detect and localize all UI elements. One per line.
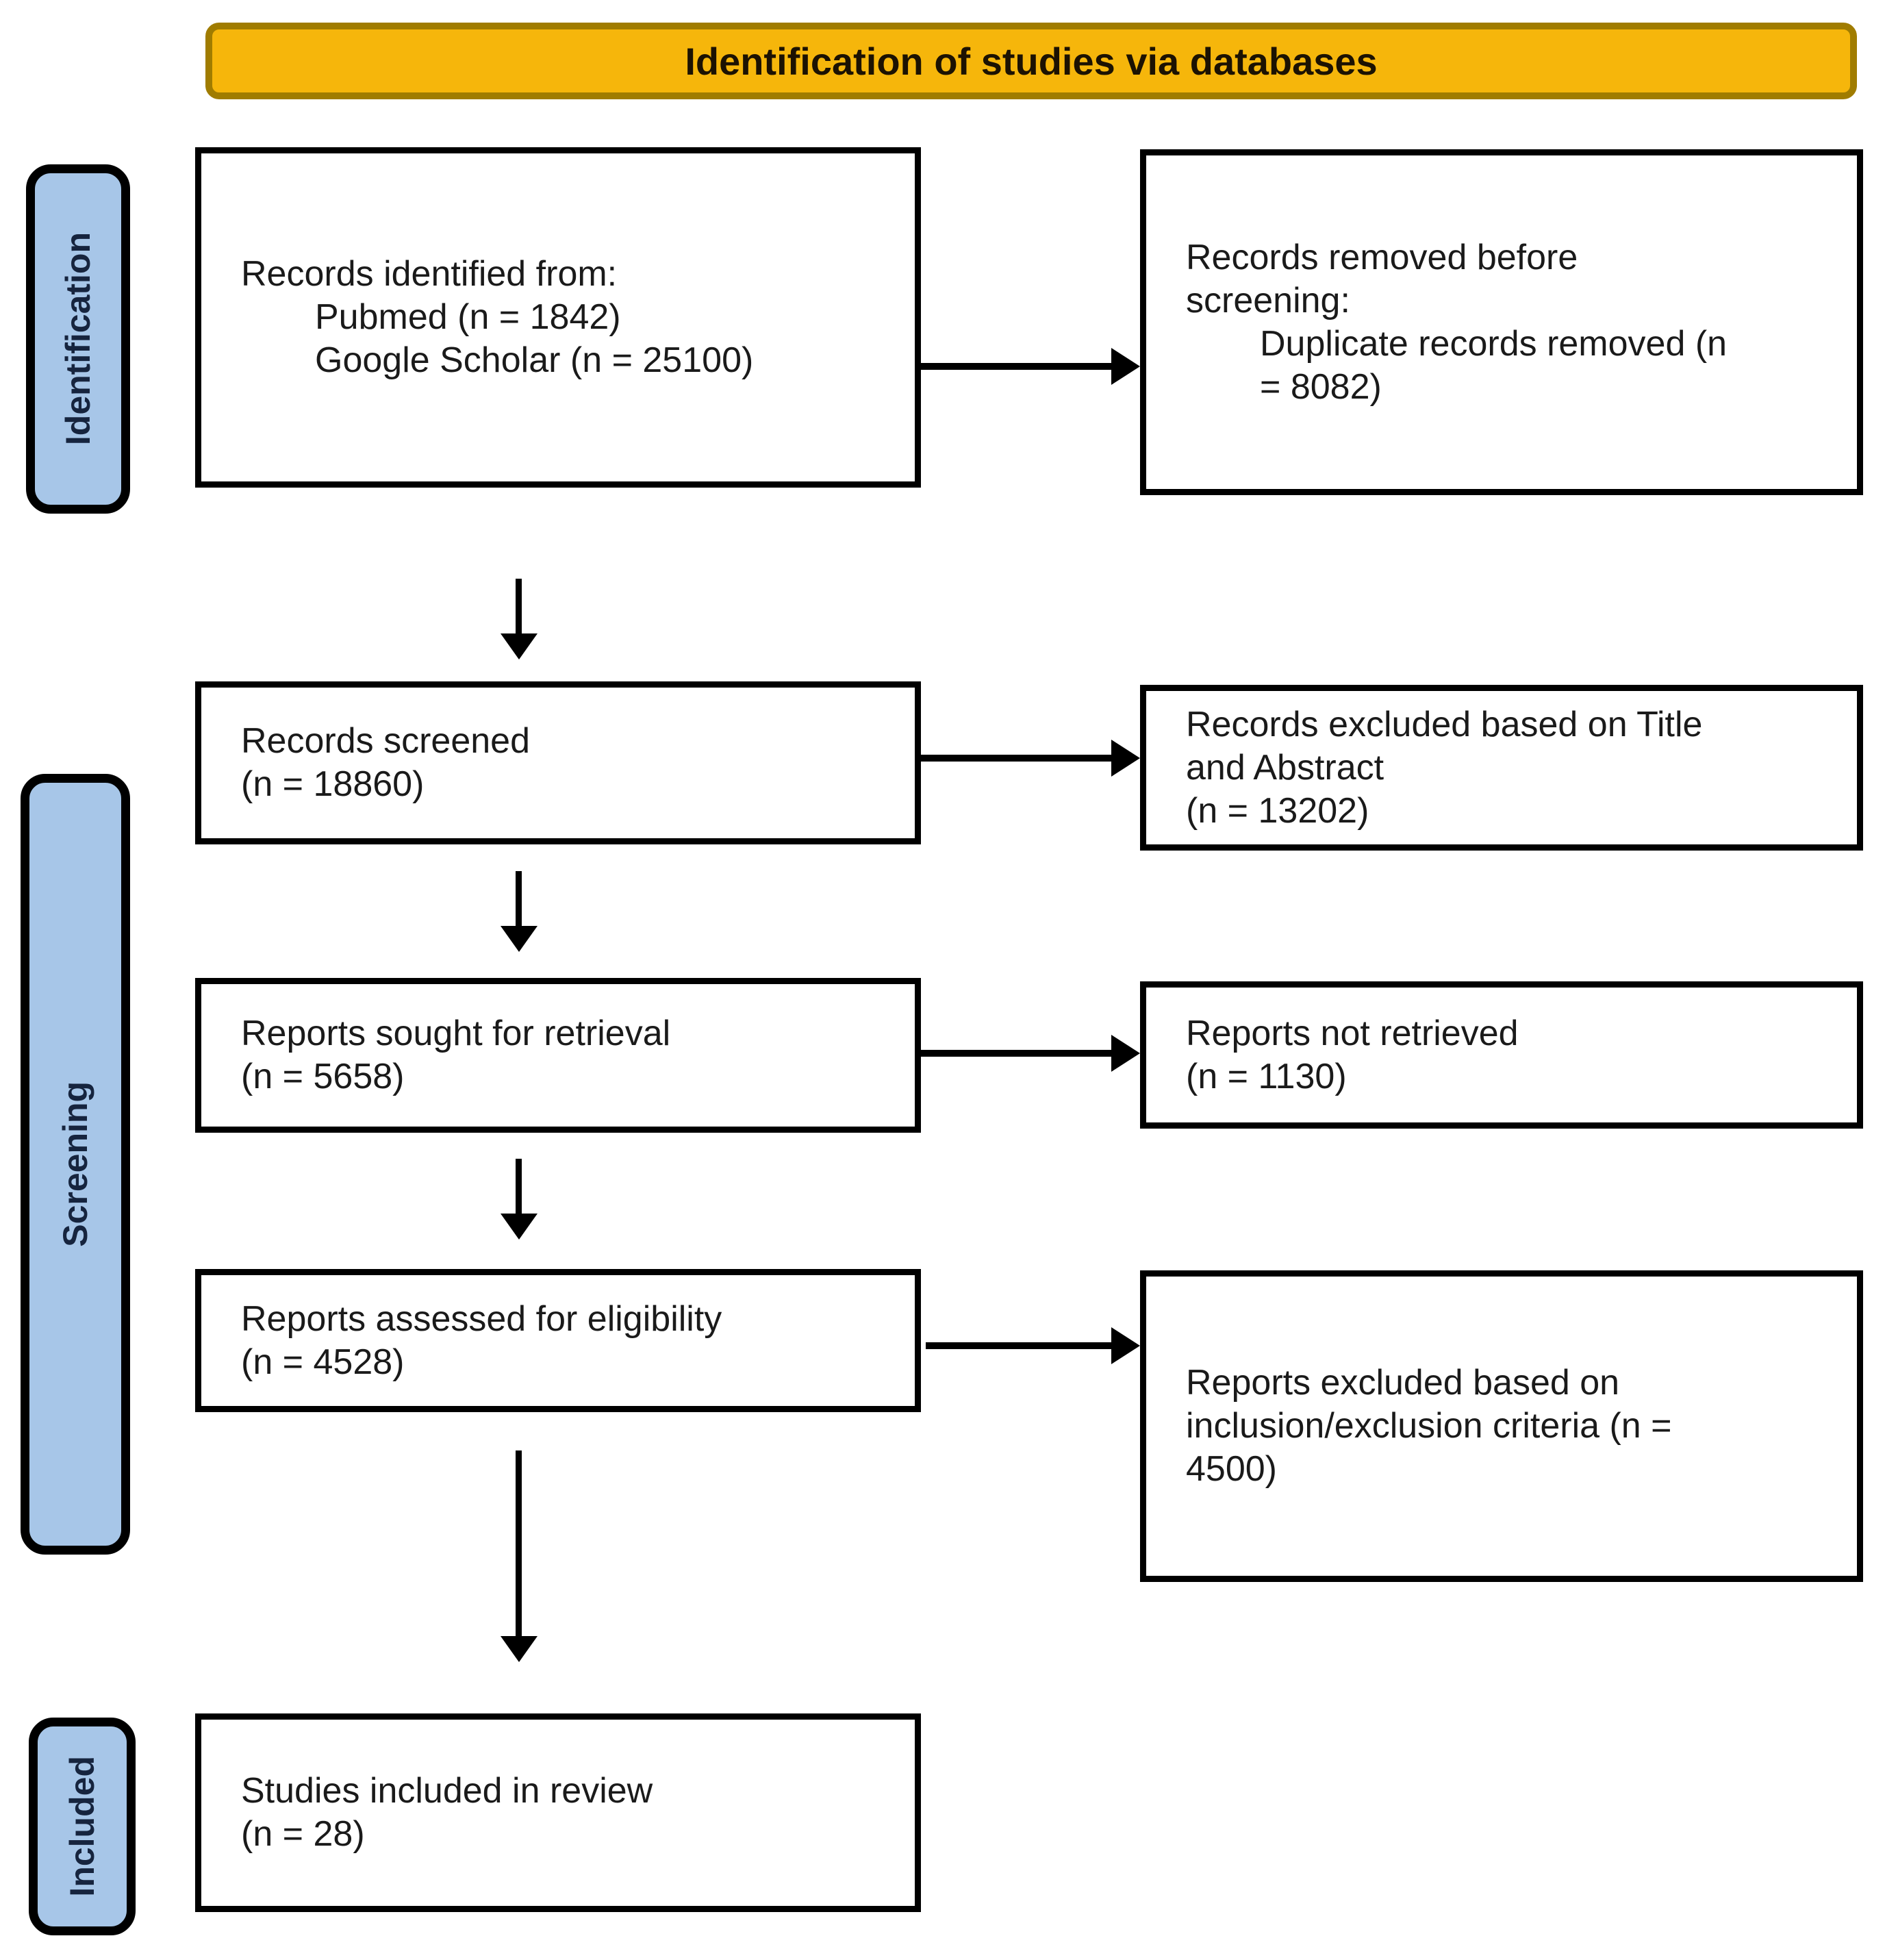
box-line: Duplicate records removed (n [1260, 323, 1728, 364]
down-arrow-line [516, 1159, 522, 1217]
down-arrow-line [516, 871, 522, 929]
box-line: 4500) [1186, 1449, 1277, 1489]
box-line: (n = 18860) [241, 764, 425, 804]
box-line: Records excluded based on Title [1186, 704, 1703, 744]
box-line: (n = 1130) [1186, 1056, 1347, 1096]
box-line: Records identified from: [241, 254, 618, 294]
box-line: = 8082) [1260, 366, 1382, 407]
right-arrow-line [921, 363, 1114, 370]
box-reports-assessed: Reports assessed for eligibility (n = 45… [195, 1269, 921, 1412]
stage-label-included-text: Included [63, 1756, 101, 1897]
down-arrow-head-icon [501, 1214, 537, 1240]
box-line: Google Scholar (n = 25100) [315, 340, 754, 380]
box-records-excluded-title-abstract: Records excluded based on Title and Abst… [1140, 685, 1863, 851]
right-arrow-head-icon [1111, 1035, 1140, 1072]
right-arrow-line [926, 1342, 1114, 1349]
box-line: inclusion/exclusion criteria (n = [1186, 1406, 1672, 1446]
box-reports-sought: Reports sought for retrieval (n = 5658) [195, 978, 921, 1133]
stage-label-screening-text: Screening [56, 1081, 94, 1247]
box-reports-excluded-criteria: Reports excluded based on inclusion/excl… [1140, 1270, 1863, 1582]
stage-label-included: Included [29, 1718, 136, 1935]
box-line: Reports not retrieved [1186, 1013, 1519, 1053]
stage-label-identification-text: Identification [59, 232, 97, 446]
box-records-removed: Records removed before screening: Duplic… [1140, 149, 1863, 495]
box-line: Studies included in review [241, 1771, 653, 1811]
stage-label-identification: Identification [26, 164, 130, 514]
box-records-screened: Records screened (n = 18860) [195, 681, 921, 844]
box-reports-not-retrieved: Reports not retrieved (n = 1130) [1140, 981, 1863, 1129]
box-line: Reports excluded based on [1186, 1363, 1620, 1403]
box-line: (n = 28) [241, 1814, 365, 1854]
box-records-identified: Records identified from: Pubmed (n = 184… [195, 147, 921, 488]
box-line: (n = 13202) [1186, 790, 1369, 831]
down-arrow-head-icon [501, 633, 537, 659]
box-line: Reports assessed for eligibility [241, 1298, 722, 1339]
box-line: Records removed before [1186, 237, 1578, 277]
box-line: Reports sought for retrieval [241, 1014, 671, 1053]
down-arrow-head-icon [501, 926, 537, 952]
down-arrow-line [516, 579, 522, 637]
box-studies-included: Studies included in review (n = 28) [195, 1713, 921, 1912]
right-arrow-line [921, 1050, 1114, 1057]
banner-title: Identification of studies via databases [205, 23, 1857, 99]
down-arrow-line [516, 1450, 522, 1639]
right-arrow-head-icon [1111, 1327, 1140, 1364]
stage-label-screening: Screening [21, 774, 130, 1555]
box-line: Records screened [241, 721, 530, 761]
box-line: (n = 4528) [241, 1342, 405, 1382]
right-arrow-head-icon [1111, 348, 1140, 385]
box-line: screening: [1186, 280, 1350, 321]
box-line: Pubmed (n = 1842) [315, 297, 621, 337]
right-arrow-head-icon [1111, 740, 1140, 777]
box-line: (n = 5658) [241, 1057, 405, 1096]
right-arrow-line [921, 755, 1114, 762]
box-line: and Abstract [1186, 747, 1384, 788]
down-arrow-head-icon [501, 1636, 537, 1662]
